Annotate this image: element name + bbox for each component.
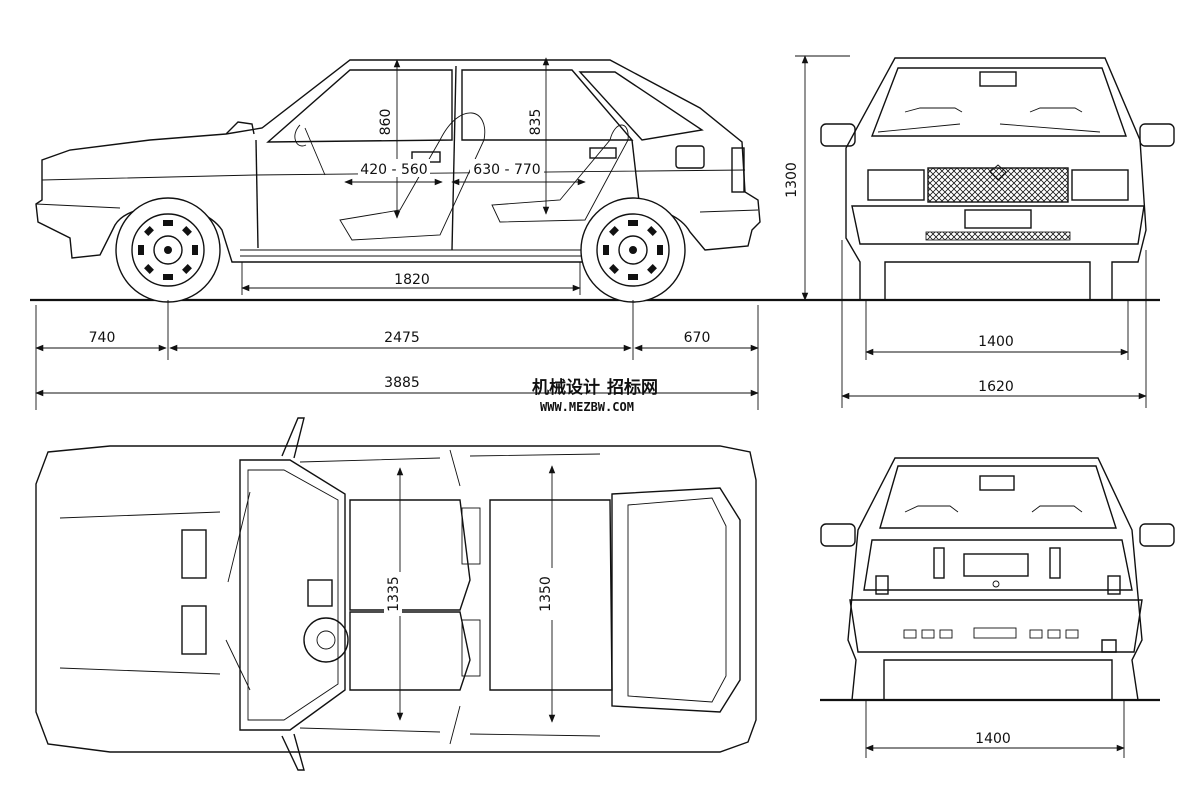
side-mirror bbox=[225, 121, 255, 135]
front-door-open-top bbox=[281, 417, 305, 459]
gear-shifter bbox=[307, 579, 333, 607]
rear-glass bbox=[879, 465, 1117, 529]
rear-left-light bbox=[875, 575, 889, 595]
rear-body-outline bbox=[847, 457, 1143, 701]
watermark-chinese-part1: 机械设计 bbox=[532, 377, 600, 398]
steering-wheel bbox=[294, 124, 326, 176]
rear-seat bbox=[491, 124, 629, 223]
windshield bbox=[870, 67, 1127, 137]
left-headlight bbox=[867, 169, 925, 201]
rear-wheel bbox=[580, 197, 686, 303]
dim-overall-width: 1620 bbox=[978, 379, 1014, 395]
front-grille bbox=[927, 167, 1069, 203]
front-wheel bbox=[115, 197, 221, 303]
dim-rear-track: 1400 bbox=[975, 731, 1011, 747]
side-beltline bbox=[41, 169, 746, 181]
side-view: 860 835 420 - 560 630 - 770 1820 740 247… bbox=[30, 55, 1160, 410]
dim-front-headroom: 860 bbox=[378, 109, 394, 136]
rear-plate bbox=[963, 553, 1029, 577]
exhaust-pipe bbox=[1101, 639, 1117, 653]
dim-front-shoulder-width: 1335 bbox=[386, 576, 402, 612]
top-front-seat-right bbox=[349, 611, 471, 691]
top-windshield bbox=[239, 459, 346, 731]
top-steering-wheel bbox=[303, 617, 349, 663]
tailgate-panel bbox=[863, 539, 1133, 591]
hood-vent-1 bbox=[181, 529, 207, 579]
top-front-seat-left bbox=[349, 499, 471, 611]
dim-rear-shoulder-width: 1350 bbox=[538, 576, 554, 612]
front-view: 1400 1620 bbox=[820, 57, 1175, 408]
dim-wheelbase: 2475 bbox=[384, 330, 420, 346]
rear-window bbox=[461, 69, 634, 141]
hood-vent-2 bbox=[181, 605, 207, 655]
front-seat bbox=[339, 112, 486, 241]
top-view: 1335 1350 bbox=[35, 417, 757, 771]
rear-view: 1400 bbox=[820, 457, 1175, 758]
watermark: 机械设计 招标网 WWW.MEZBW.COM bbox=[532, 377, 658, 414]
rear-door-handle bbox=[589, 147, 617, 159]
dim-rear-headroom: 835 bbox=[528, 109, 544, 136]
front-bumper bbox=[851, 205, 1145, 245]
dim-rear-legroom: 630 - 770 bbox=[473, 162, 540, 178]
dim-front-track: 1400 bbox=[978, 334, 1014, 350]
watermark-chinese-part2: 招标网 bbox=[607, 377, 658, 398]
rear-mirror-top bbox=[979, 475, 1015, 491]
top-body-outline bbox=[35, 445, 757, 753]
dim-overall-height: 1300 bbox=[784, 162, 800, 198]
front-left-mirror bbox=[820, 123, 856, 147]
dim-front-seat-travel: 420 - 560 bbox=[360, 162, 427, 178]
dim-cabin-length: 1820 bbox=[394, 272, 430, 288]
rear-left-mirror bbox=[820, 523, 856, 547]
front-body-outline bbox=[845, 57, 1147, 301]
dim-overall-length: 3885 bbox=[384, 375, 420, 391]
tail-light bbox=[731, 147, 745, 193]
fuel-cap bbox=[675, 145, 705, 169]
watermark-url: WWW.MEZBW.COM bbox=[540, 400, 634, 414]
rear-right-light bbox=[1107, 575, 1121, 595]
quarter-window bbox=[578, 71, 704, 141]
front-window bbox=[266, 69, 453, 143]
rearview-mirror bbox=[979, 71, 1017, 87]
front-plate bbox=[964, 209, 1032, 229]
dim-front-overhang: 740 bbox=[89, 330, 116, 346]
rear-right-mirror bbox=[1139, 523, 1175, 547]
dim-rear-overhang: 670 bbox=[684, 330, 711, 346]
rear-bumper bbox=[849, 599, 1143, 653]
right-headlight bbox=[1071, 169, 1129, 201]
front-right-mirror bbox=[1139, 123, 1175, 147]
top-rear-window bbox=[611, 487, 741, 713]
front-door-open-bottom bbox=[281, 733, 305, 771]
